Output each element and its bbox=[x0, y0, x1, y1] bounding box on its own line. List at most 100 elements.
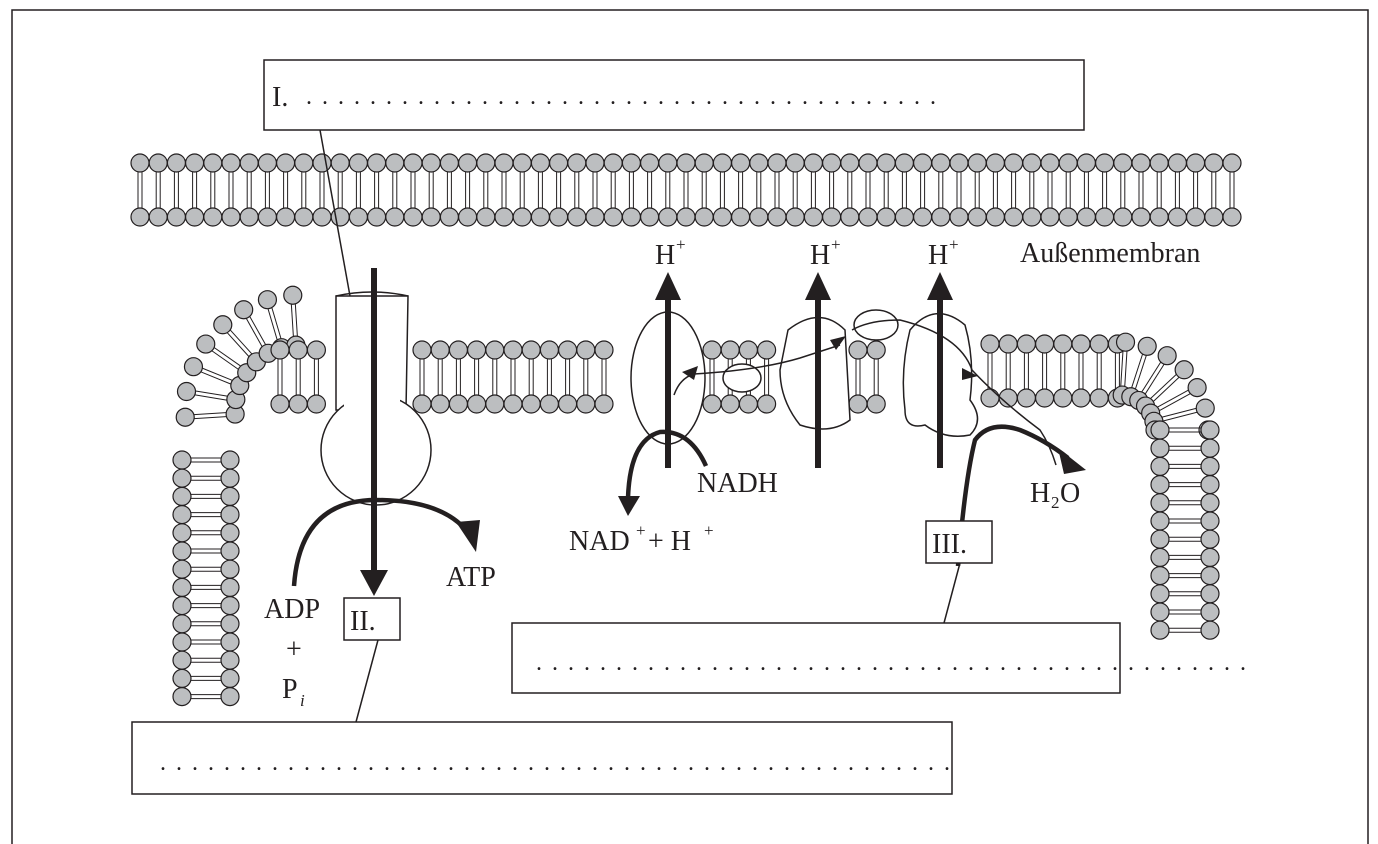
lipid-head bbox=[1185, 153, 1206, 173]
lipid-tail bbox=[1161, 407, 1197, 418]
lipid-head bbox=[1200, 620, 1220, 640]
lipid-head bbox=[1053, 334, 1073, 354]
lipid-head bbox=[585, 207, 605, 227]
lipid-head bbox=[694, 153, 714, 173]
svg-text:+: + bbox=[676, 235, 686, 254]
lipid-head bbox=[676, 207, 696, 227]
answer-field-i[interactable]: . . . . . . . . . . . . . . . . . . . . … bbox=[306, 84, 938, 110]
lipid-head bbox=[1200, 493, 1220, 513]
lipid-head bbox=[1150, 493, 1170, 513]
lipid-head bbox=[1185, 207, 1206, 227]
lipid-head bbox=[858, 207, 878, 227]
lipid-head bbox=[234, 300, 254, 320]
lipid-head bbox=[220, 577, 240, 598]
proton-label-2: H + bbox=[810, 235, 841, 271]
lipid-head bbox=[967, 153, 987, 173]
answer-box-ii[interactable] bbox=[131, 721, 953, 795]
lipid-head bbox=[221, 153, 241, 173]
answer-field-ii[interactable]: . . . . . . . . . . . . . . . . . . . . … bbox=[160, 750, 952, 776]
lipid-tail bbox=[194, 416, 227, 420]
answer-box-i[interactable] bbox=[263, 59, 1085, 131]
lipid-head bbox=[1150, 529, 1170, 549]
lipid-tail bbox=[1157, 389, 1189, 408]
answer-box-iii[interactable] bbox=[511, 622, 1121, 694]
svg-text:H: H bbox=[1030, 478, 1050, 509]
lipid-head bbox=[803, 207, 824, 227]
lipid-tail bbox=[1144, 364, 1165, 395]
lipid-head bbox=[585, 153, 605, 173]
adp-plus-sign: + bbox=[286, 634, 302, 665]
arrowhead-up-complex-iii bbox=[805, 272, 831, 300]
lipid-head bbox=[494, 153, 514, 173]
lipid-head bbox=[1200, 456, 1220, 476]
pointer-line-ii bbox=[355, 639, 379, 723]
lipid-head bbox=[594, 394, 614, 414]
pointer-line-i bbox=[319, 129, 351, 297]
lipid-head bbox=[931, 153, 951, 173]
lipid-head bbox=[512, 207, 532, 227]
lipid-head bbox=[213, 315, 233, 335]
lipid-head bbox=[1204, 153, 1224, 173]
lipid-head bbox=[448, 340, 468, 360]
lipid-head bbox=[730, 153, 751, 173]
box-i-number: I. bbox=[272, 82, 288, 113]
lipid-head bbox=[1200, 602, 1220, 622]
lipid-head bbox=[148, 207, 168, 227]
lipid-tail bbox=[202, 367, 233, 381]
lipid-head bbox=[858, 153, 878, 173]
lipid-head bbox=[539, 394, 560, 414]
electron-arrowhead-1 bbox=[682, 366, 698, 380]
lipid-head bbox=[130, 207, 150, 227]
lipid-head bbox=[220, 486, 240, 506]
lipid-head bbox=[1167, 153, 1188, 173]
lipid-head bbox=[639, 207, 660, 227]
lipid-head bbox=[567, 153, 587, 173]
lipid-tail bbox=[294, 304, 298, 337]
lipid-head bbox=[1003, 207, 1024, 227]
answer-field-iii[interactable]: . . . . . . . . . . . . . . . . . . . . … bbox=[536, 650, 1248, 676]
lipid-tail bbox=[1162, 411, 1198, 422]
lipid-head bbox=[1222, 207, 1242, 227]
atp-arrowhead bbox=[456, 520, 480, 552]
lipid-head bbox=[220, 504, 240, 525]
lipid-head bbox=[1187, 378, 1207, 398]
lipid-head bbox=[866, 340, 886, 360]
lipid-head bbox=[494, 207, 514, 227]
lipid-head bbox=[1131, 153, 1151, 173]
lipid-head bbox=[576, 394, 596, 414]
lipid-head bbox=[294, 207, 314, 227]
lipid-tail bbox=[1131, 354, 1143, 388]
arrowhead-up-complex-iv bbox=[927, 272, 953, 300]
lipid-head bbox=[312, 153, 332, 173]
lipid-head bbox=[439, 153, 459, 173]
lipid-tail bbox=[1120, 350, 1124, 386]
svg-text:+ H: + H bbox=[648, 526, 691, 557]
lipid-head bbox=[412, 340, 432, 360]
lipid-head bbox=[172, 468, 192, 488]
lipid-head bbox=[220, 450, 240, 470]
lipid-head bbox=[1150, 456, 1170, 476]
lipid-head bbox=[1016, 334, 1037, 354]
lipid-head bbox=[1071, 388, 1091, 408]
lipid-head bbox=[220, 541, 240, 561]
electron-arrowhead-2 bbox=[830, 336, 846, 350]
lipid-head bbox=[176, 381, 197, 402]
lipid-tail bbox=[1153, 377, 1180, 402]
lipid-head bbox=[720, 394, 740, 414]
lipid-head bbox=[172, 614, 192, 634]
lipid-head bbox=[1115, 332, 1136, 352]
atp-label: ATP bbox=[446, 562, 496, 593]
proton-label-3: H + bbox=[928, 235, 959, 271]
lipid-head bbox=[785, 207, 805, 227]
lipid-head bbox=[702, 394, 722, 414]
lipid-head bbox=[367, 207, 387, 227]
lipid-head bbox=[1058, 207, 1078, 227]
lipid-tail bbox=[1150, 374, 1177, 399]
lipid-tail bbox=[249, 316, 266, 345]
lipid-head bbox=[1150, 420, 1170, 440]
proton-label-1: H + bbox=[655, 235, 686, 271]
lipid-head bbox=[172, 523, 192, 543]
lipid-head bbox=[220, 614, 240, 634]
lipid-head bbox=[270, 340, 290, 360]
lipid-head bbox=[203, 207, 223, 227]
